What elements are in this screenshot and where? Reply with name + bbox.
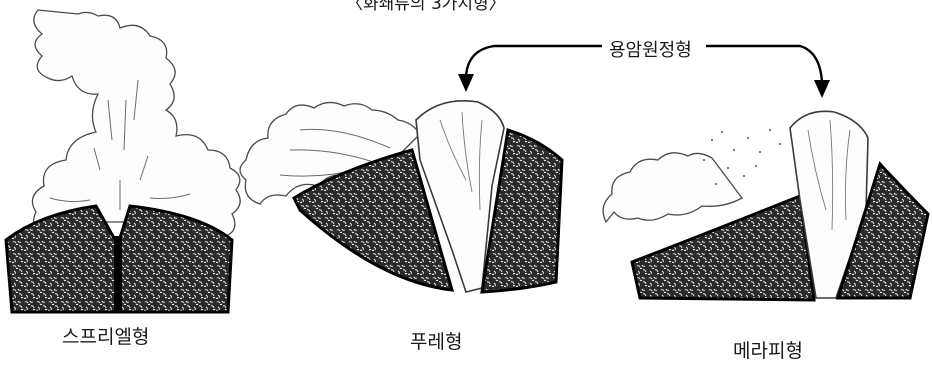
pele-type-volcano — [240, 101, 562, 292]
spray-type-label: 스프리엘형 — [62, 322, 149, 349]
arrowhead-pele-icon — [458, 74, 474, 92]
spray-type-volcano — [6, 10, 240, 312]
merapi-type-label: 메라피형 — [733, 336, 803, 363]
pele-type-label: 푸레형 — [410, 327, 462, 354]
spray-eruption-cloud — [32, 10, 240, 236]
diagram-title: 〈화쇄류의 3가지형〉 — [346, 0, 506, 14]
lava-dome-type-label: 용암원정형 — [605, 36, 696, 62]
arrowhead-merapi-icon — [814, 80, 830, 98]
merapi-ash-cloud — [603, 153, 742, 222]
arrow-to-pele — [466, 46, 602, 76]
merapi-type-volcano — [603, 111, 928, 300]
arrow-to-merapi — [706, 46, 822, 82]
